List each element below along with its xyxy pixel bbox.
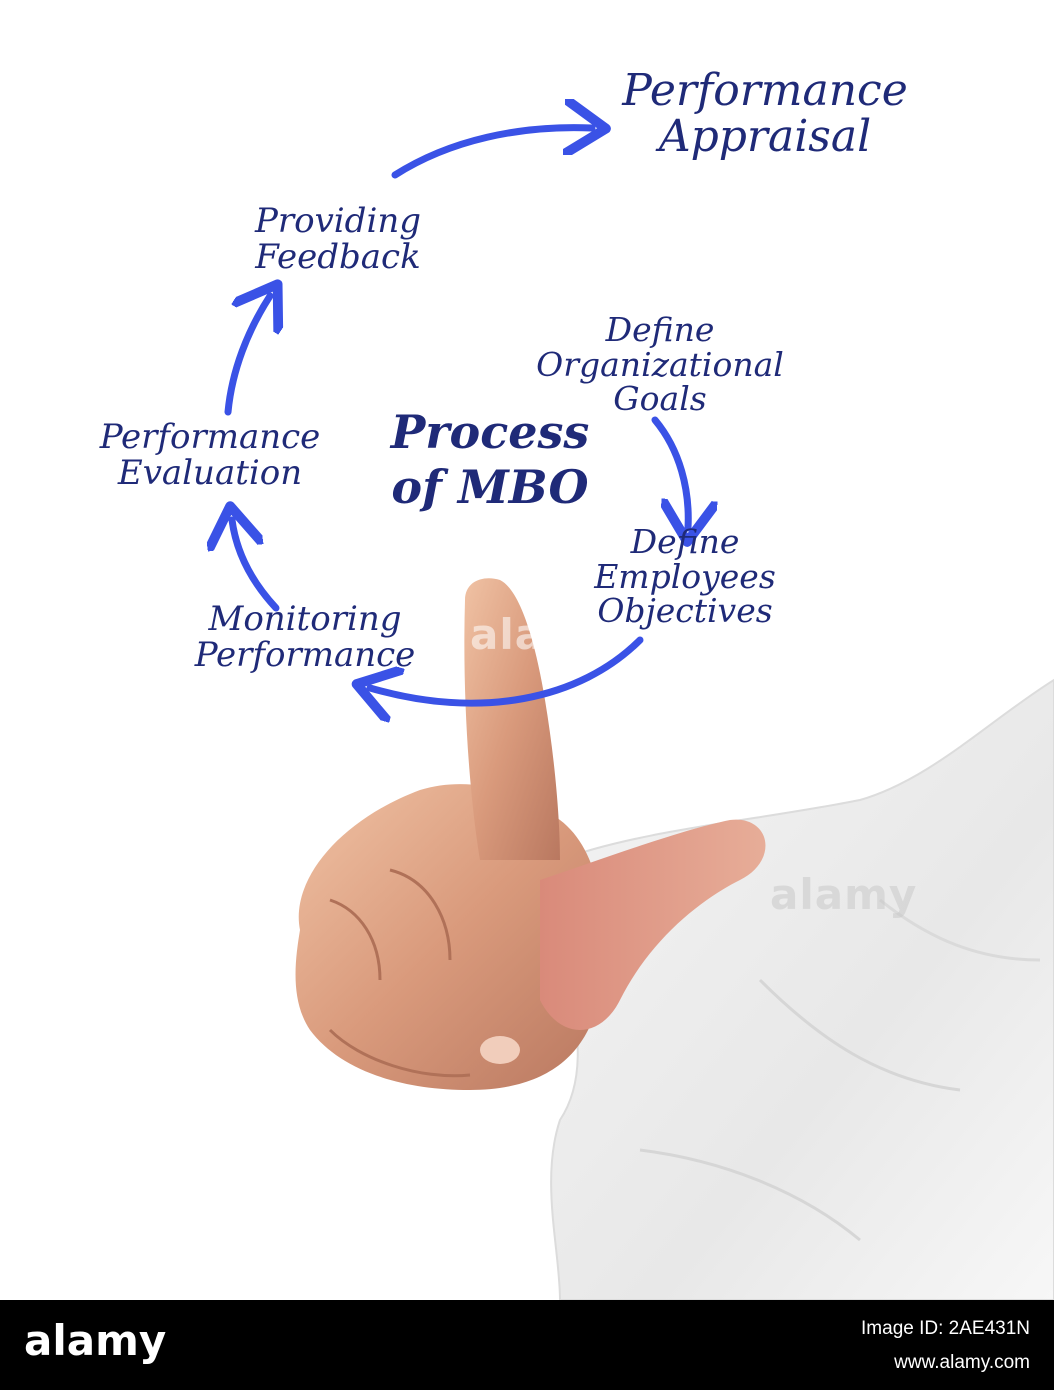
step-performance-appraisal: Performance Appraisal bbox=[580, 65, 950, 163]
thumbnail bbox=[480, 1036, 520, 1064]
step-line: Evaluation bbox=[117, 452, 303, 493]
sleeve-fold bbox=[879, 898, 1041, 962]
watermark: alamy bbox=[770, 870, 918, 919]
pointing-hand-illustration bbox=[295, 578, 1054, 1300]
step-line: Feedback bbox=[255, 236, 421, 277]
step-performance-evaluation: Performance Evaluation bbox=[60, 417, 360, 493]
step-line: Appraisal bbox=[658, 111, 872, 163]
watermark: alamy bbox=[470, 610, 618, 659]
knuckle-lines bbox=[329, 898, 382, 981]
step-define-organizational-goals: Define Organizational Goals bbox=[470, 310, 850, 419]
stock-footer-bar: alamy Image ID: 2AE431N www.alamy.com bbox=[0, 1300, 1054, 1390]
step-providing-feedback: Providing Feedback bbox=[218, 201, 458, 277]
knuckle-lines bbox=[328, 1028, 471, 1078]
thumb bbox=[540, 819, 766, 1030]
cycle-arrows bbox=[0, 0, 1054, 1300]
step-line: Define bbox=[605, 310, 715, 349]
step-line: Performance bbox=[622, 65, 908, 116]
step-line: Define bbox=[630, 522, 740, 561]
title-line: of MBO bbox=[391, 460, 589, 515]
step-line: Objectives bbox=[597, 591, 773, 631]
step-define-employees-objectives: Define Employees Objectives bbox=[560, 522, 810, 631]
arrow-feedback-to-appraisal bbox=[391, 128, 592, 179]
knuckle-lines bbox=[389, 868, 452, 961]
site-url-label: www.alamy.com bbox=[894, 1352, 1030, 1373]
fist bbox=[295, 784, 604, 1090]
step-line: Providing bbox=[255, 201, 421, 241]
arrow-objectives-to-monitoring bbox=[370, 636, 644, 703]
diagram-title: Process of MBO bbox=[360, 405, 620, 515]
photo-stage: Performance Appraisal Providing Feedback… bbox=[0, 0, 1054, 1300]
title-line: Process bbox=[390, 405, 590, 459]
arrow-goals-to-objectives bbox=[651, 416, 688, 528]
step-line: Organizational bbox=[536, 344, 784, 384]
step-line: Performance bbox=[194, 634, 416, 675]
arrow-monitoring-to-evaluation bbox=[232, 520, 280, 612]
sleeve-fold bbox=[758, 978, 961, 1092]
sleeve-fold bbox=[639, 1148, 861, 1242]
step-line: Monitoring bbox=[208, 599, 402, 639]
step-line: Employees bbox=[594, 556, 776, 596]
step-line: Goals bbox=[613, 379, 707, 419]
step-monitoring-performance: Monitoring Performance bbox=[150, 599, 460, 675]
arrow-evaluation-to-feedback bbox=[224, 296, 270, 416]
alamy-logo: alamy bbox=[24, 1316, 167, 1365]
image-id-label: Image ID: 2AE431N bbox=[861, 1318, 1030, 1339]
index-finger bbox=[464, 578, 560, 860]
step-line: Performance bbox=[99, 417, 321, 457]
